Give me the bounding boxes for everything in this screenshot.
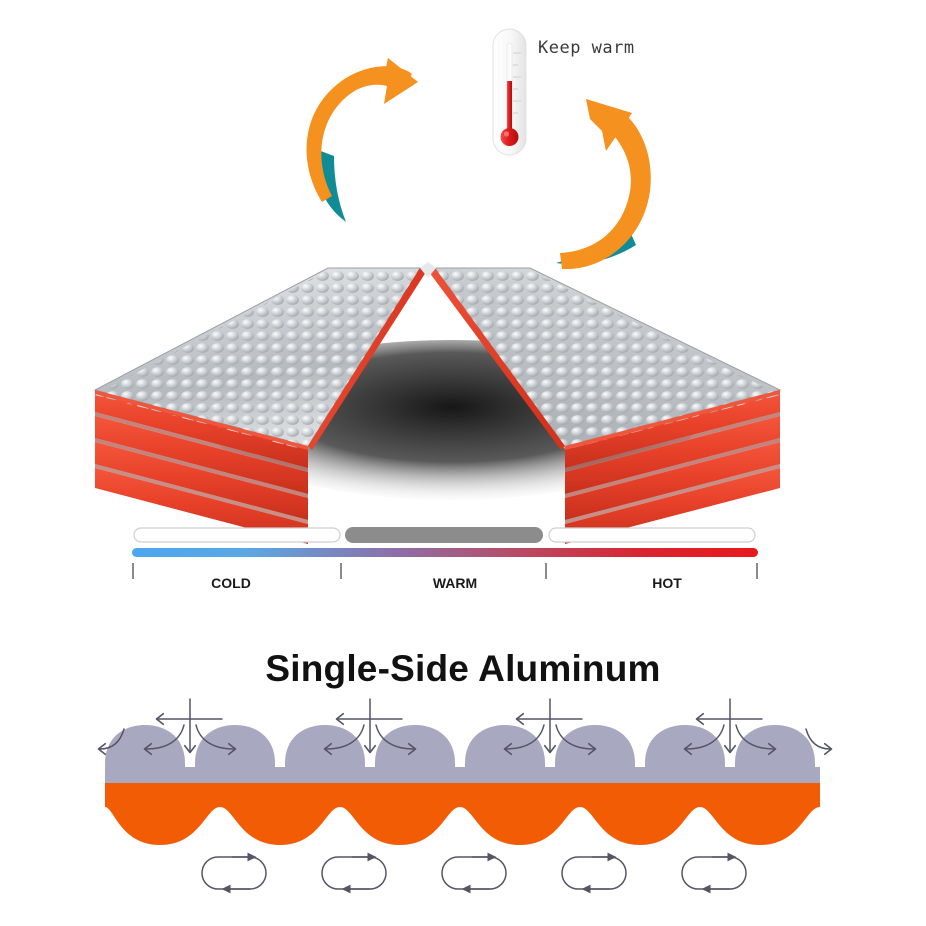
foam-edge-right-diagonal [429, 268, 565, 450]
thermometer-icon [488, 27, 534, 159]
heat-arrow-spread-right [735, 724, 777, 756]
air-circulation-loop [681, 852, 747, 894]
scale-label-hot: HOT [652, 575, 682, 591]
temperature-scale: COLD WARM HOT [0, 505, 926, 605]
air-circulation-loop [321, 852, 387, 894]
air-circulation-loop [561, 852, 627, 894]
arrow-right-body-orange [560, 113, 651, 270]
keep-warm-label: Keep warm [538, 38, 635, 58]
thermometer-ticks [513, 52, 521, 114]
folded-camping-mat [60, 150, 870, 544]
heat-down-arrows-visible [183, 698, 737, 754]
foam-edge-left-diagonal [308, 268, 426, 450]
aluminum-bump-layer [105, 725, 820, 783]
hero-scene: Keep warm [60, 27, 870, 544]
heat-arrow-spread-right [195, 724, 237, 756]
thermometer-bulb [500, 128, 519, 146]
fold-layers-right [565, 390, 780, 544]
heat-arrow-spread-left [323, 724, 365, 756]
heat-arrow-spread-right [375, 724, 417, 756]
foam-edge-left [95, 390, 308, 450]
heat-arrow-spread-left [97, 728, 125, 756]
scale-label-cold: COLD [211, 575, 251, 591]
scale-pill-cold-shape [133, 527, 341, 543]
heat-arrow-spread-left [503, 724, 545, 756]
arrow-right-tail-teal [556, 227, 636, 265]
scale-ticks [132, 563, 758, 579]
arrow-left-body-orange [306, 66, 412, 202]
scale-label-warm: WARM [433, 575, 477, 591]
arrow-left-tail-teal [317, 150, 346, 222]
heat-arrow-spread-left [143, 724, 185, 756]
air-circulation-loop [441, 852, 507, 894]
scale-gradient-bar [132, 548, 758, 557]
heat-retention-arrow-right [540, 95, 670, 285]
heat-arrow-spread-left [683, 724, 725, 756]
heat-retention-arrow-left [288, 52, 418, 232]
page-title: Single-Side Aluminum [265, 648, 661, 689]
scale-pill-hot-shape [548, 527, 756, 543]
foam-layer [105, 783, 820, 845]
foam-edge-right [565, 390, 780, 450]
heat-arrow-spread-right [555, 724, 597, 756]
air-circulation-loops [201, 852, 747, 894]
arrow-right-head-orange [586, 99, 632, 151]
single-side-aluminum-cross-section [0, 698, 926, 915]
thermometer-mercury [507, 81, 512, 133]
air-circulation-loop [201, 852, 267, 894]
scale-pill-warm-shape [345, 527, 543, 543]
heat-arrow-spread-right [805, 728, 833, 756]
fold-peak-ridge [420, 262, 436, 278]
arrow-left-head-orange [384, 58, 418, 104]
fold-layers-left [95, 390, 308, 544]
